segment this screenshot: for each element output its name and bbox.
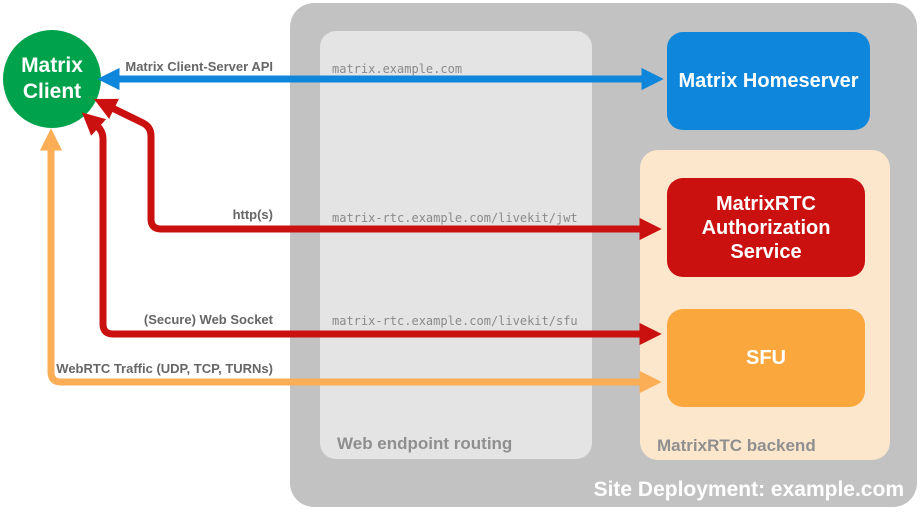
sfu-node: SFU — [667, 309, 865, 407]
matrixrtc-backend-label: MatrixRTC backend — [657, 436, 816, 455]
https-arrow-label: http(s) — [232, 207, 273, 222]
client-server-api-arrow-label: Matrix Client-Server API — [125, 59, 273, 74]
route-url-livekit-jwt: matrix-rtc.example.com/livekit/jwt — [332, 211, 578, 225]
web-endpoint-routing-container — [320, 31, 592, 459]
matrixrtc-authorization-service-node: MatrixRTC Authorization Service — [667, 178, 865, 277]
secure-websocket-arrow-label: (Secure) Web Socket — [143, 312, 273, 327]
matrix-client-node: Matrix Client — [3, 30, 101, 128]
matrix-homeserver-node: Matrix Homeserver — [667, 32, 870, 130]
route-url-livekit-sfu: matrix-rtc.example.com/livekit/sfu — [332, 314, 578, 328]
site-deployment-label: Site Deployment: example.com — [593, 478, 904, 501]
web-endpoint-routing-label: Web endpoint routing — [337, 434, 513, 453]
route-url-homeserver: matrix.example.com — [332, 62, 463, 76]
webrtc-traffic-arrow-label: WebRTC Traffic (UDP, TCP, TURNs) — [56, 361, 273, 376]
